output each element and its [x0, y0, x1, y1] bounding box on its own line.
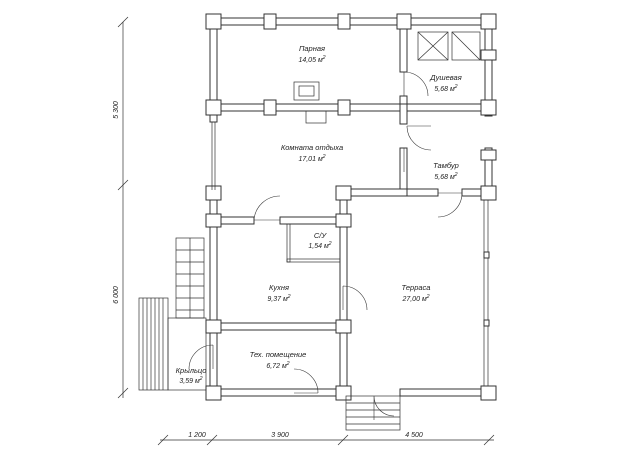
dim-vertical-bottom: 6 000: [113, 286, 120, 304]
dim-vertical-top: 5 300: [113, 101, 120, 119]
room-name-parnaya: Парная: [299, 44, 325, 53]
room-area-dushevaya: 5,68 м2: [434, 84, 457, 93]
stove-icon: [293, 81, 327, 124]
stairs-left: [175, 237, 205, 319]
room-name-kuhnya: Кухня: [269, 283, 289, 292]
shower-icon: [417, 31, 481, 61]
terrace-railing: [211, 122, 490, 386]
room-area-parnaya: 14,05 м2: [298, 55, 325, 64]
room-name-dushevaya: Душевая: [429, 73, 461, 82]
room-area-kuhnya: 9,37 м2: [267, 294, 290, 303]
room-name-terrasa: Терраса: [402, 283, 431, 292]
room-labels: Парная 14,05 м2 Душевая 5,68 м2 Комната …: [176, 44, 462, 385]
room-area-tambur: 5,68 м2: [434, 172, 457, 181]
room-name-teh: Тех. помещение: [250, 350, 307, 359]
dim-horizontal-1: 1 200: [188, 432, 206, 439]
porch-deck: [138, 297, 207, 391]
stairs-terrace: [345, 395, 401, 431]
room-area-su: 1,54 м2: [308, 241, 331, 250]
dim-horizontal-3: 4 500: [405, 432, 423, 439]
room-name-tambur: Тамбур: [433, 161, 459, 170]
room-area-terrasa: 27,00 м2: [401, 294, 429, 303]
room-name-kryltso: Крыльцо: [176, 366, 207, 375]
room-area-komnata: 17,01 м2: [298, 154, 325, 163]
room-name-komnata: Комната отдыха: [281, 143, 343, 152]
door-swings: [188, 71, 463, 420]
room-area-teh: 6,72 м2: [266, 361, 289, 370]
dim-horizontal-2: 3 900: [271, 432, 289, 439]
room-name-su: С/У: [314, 231, 328, 240]
dimension-lines: [117, 16, 495, 446]
log-posts: [205, 13, 497, 401]
room-area-kryltso: 3,59 м2: [179, 376, 202, 385]
